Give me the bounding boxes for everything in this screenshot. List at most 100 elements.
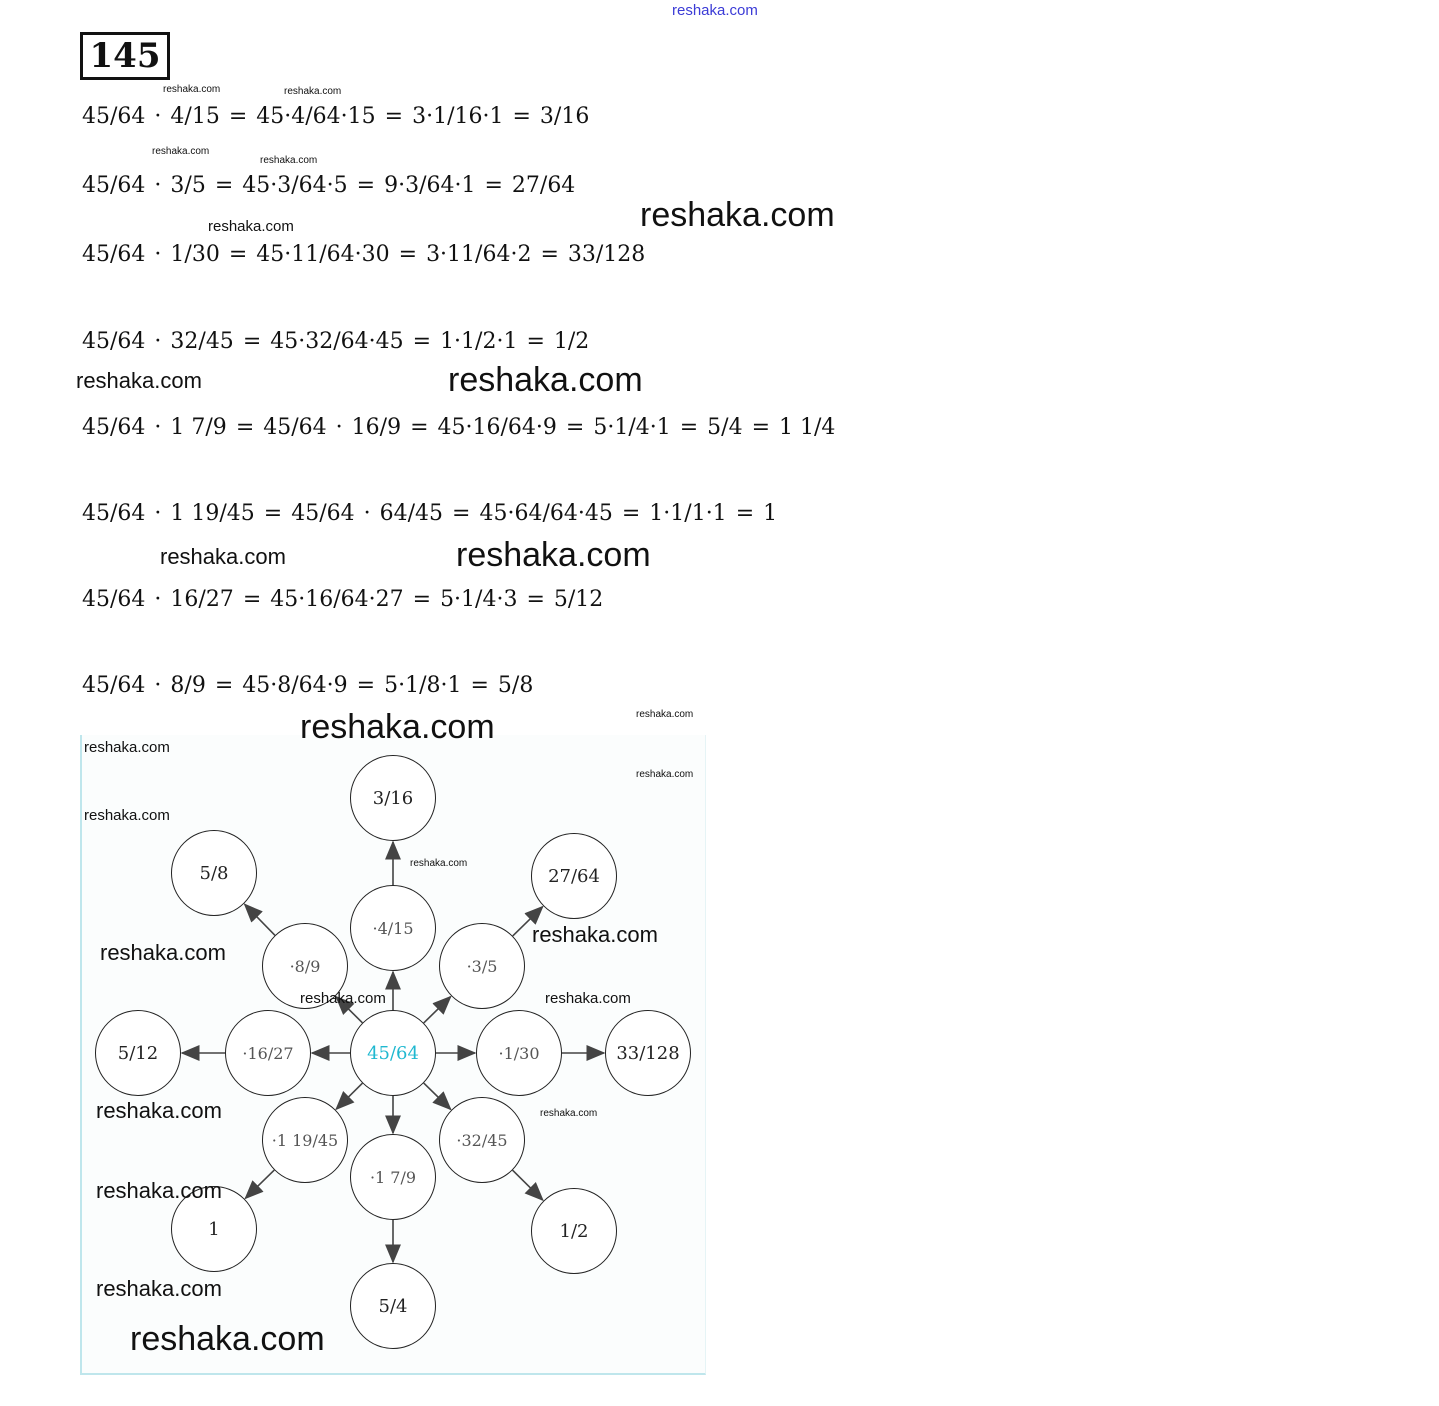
fraction-term: 27/64 [511, 173, 576, 198]
watermark: reshaka.com [84, 739, 170, 756]
fraction-term: 8/9 [170, 673, 206, 698]
site-link[interactable]: reshaka.com [672, 2, 758, 19]
watermark: reshaka.com [96, 1178, 222, 1203]
multiply-sign: · [154, 501, 162, 526]
fraction-term: 5/12 [553, 587, 604, 612]
equals-sign: = [412, 587, 432, 612]
watermark: reshaka.com [532, 922, 658, 947]
fraction-term: 33/128 [567, 242, 646, 267]
arrow [423, 1082, 452, 1111]
fraction-term: 5/8 [497, 673, 534, 698]
watermark: reshaka.com [96, 1098, 222, 1123]
fraction-term: 45·8/64·9 [242, 673, 348, 698]
watermark: reshaka.com [160, 544, 286, 569]
equals-sign: = [228, 104, 248, 129]
equals-sign: = [484, 173, 503, 198]
operation-node: ·32/45 [439, 1097, 525, 1183]
fraction-term: 1 1/4 [779, 415, 836, 440]
fraction-term: 45/64 [82, 415, 146, 440]
equals-sign: = [242, 329, 262, 354]
fraction-term: 1/2 [553, 329, 590, 354]
fraction-term: 32/45 [170, 329, 234, 354]
operation-node: ·1 19/45 [262, 1097, 348, 1183]
fraction-term: 5·1/4·3 [440, 587, 518, 612]
operation-node: ·1/30 [476, 1010, 562, 1096]
fraction-term: 45/64 [263, 415, 327, 440]
fraction-term: 45·3/64·5 [242, 173, 348, 198]
arrow [335, 1082, 363, 1111]
fraction-term: 45/64 [82, 587, 146, 612]
multiply-sign: · [154, 587, 162, 612]
fraction-term: 5/4 [707, 415, 743, 440]
result-node: 1 [171, 1186, 257, 1272]
operation-node: ·16/27 [225, 1010, 311, 1096]
result-node-label: 1 [208, 1218, 220, 1240]
watermark: reshaka.com [300, 990, 386, 1007]
operation-node: ·4/15 [350, 885, 436, 971]
fraction-term: 1·1/2·1 [440, 329, 518, 354]
arrow [512, 1169, 544, 1202]
watermark: reshaka.com [636, 769, 694, 780]
watermark: reshaka.com [96, 1276, 222, 1301]
operation-node-label: ·4/15 [372, 918, 414, 938]
operation-node-label: ·1 7/9 [369, 1167, 417, 1187]
fraction-term: 3·1/16·1 [412, 104, 504, 129]
fraction-term: 5·1/8·1 [384, 673, 462, 698]
multiply-sign: · [154, 673, 162, 698]
equals-sign: = [526, 329, 545, 354]
arrow [423, 995, 452, 1024]
result-node: 3/16 [350, 755, 436, 841]
equals-sign: = [512, 104, 531, 129]
fraction-term: 4/15 [170, 104, 220, 129]
multiply-sign: · [154, 329, 162, 354]
equals-sign: = [452, 501, 471, 526]
equals-sign: = [679, 415, 699, 440]
watermark: reshaka.com [100, 940, 226, 965]
equals-sign: = [412, 329, 432, 354]
watermark: reshaka.com [410, 858, 468, 869]
equals-sign: = [263, 501, 283, 526]
watermark: reshaka.com [84, 807, 170, 824]
fraction-term: 45·4/64·15 [256, 104, 376, 129]
result-node: 33/128 [605, 1010, 691, 1096]
fraction-term: 45·16/64·9 [437, 415, 557, 440]
fraction-term: 16/9 [351, 415, 402, 440]
operation-node-label: ·16/27 [242, 1043, 294, 1063]
result-node-label: 27/64 [548, 865, 600, 887]
equals-sign: = [751, 415, 770, 440]
result-node-label: 1/2 [559, 1220, 589, 1242]
fraction-diagram: 45/64 ·4/15 3/16 ·3/5 27/64 ·1/30 33/128 ·32/45… [80, 735, 706, 1375]
equation-row: 45/64·8/9=45·8/64·9=5·1/8·1=5/8 [80, 672, 535, 700]
multiply-sign: · [335, 415, 343, 440]
watermark: reshaka.com [545, 990, 631, 1007]
watermark: reshaka.com [456, 536, 651, 574]
equals-sign: = [356, 173, 376, 198]
equation-row: 45/64·4/15=45·4/64·15=3·1/16·1=3/16 [80, 103, 591, 131]
equals-sign: = [384, 104, 404, 129]
result-node-label: 33/128 [616, 1042, 680, 1064]
fraction-term: 45/64 [82, 173, 146, 198]
center-node: 45/64 [350, 1010, 436, 1096]
operation-node-label: ·3/5 [466, 956, 498, 976]
fraction-term: 45·64/64·45 [479, 501, 613, 526]
fraction-term: 3/16 [539, 104, 590, 129]
equals-sign: = [470, 673, 489, 698]
multiply-sign: · [154, 173, 162, 198]
fraction-term: 1 [763, 501, 778, 526]
equals-sign: = [214, 673, 234, 698]
equals-sign: = [242, 587, 262, 612]
watermark: reshaka.com [130, 1320, 325, 1358]
result-node-label: 3/16 [372, 787, 414, 809]
fraction-term: 1/30 [170, 242, 220, 267]
result-node: 5/4 [350, 1263, 436, 1349]
result-node: 27/64 [531, 833, 617, 919]
multiply-sign: · [154, 415, 162, 440]
fraction-term: 3/5 [170, 173, 206, 198]
fraction-term: 45/64 [82, 329, 146, 354]
arrow [335, 995, 363, 1024]
watermark: reshaka.com [76, 368, 202, 393]
watermark: reshaka.com [152, 146, 210, 157]
watermark: reshaka.com [300, 708, 495, 746]
multiply-sign: · [363, 501, 371, 526]
operation-node-label: ·8/9 [289, 956, 321, 976]
